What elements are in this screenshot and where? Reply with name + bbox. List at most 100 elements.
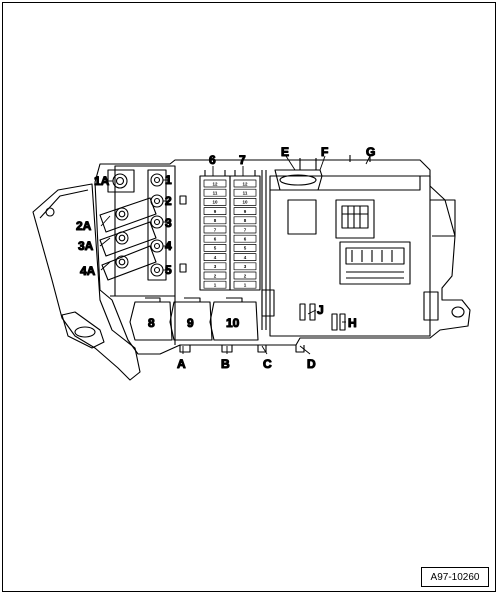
fuse-number-col6: 10 (212, 200, 218, 205)
compartment-top-rail (270, 176, 421, 191)
label-h: H (348, 316, 357, 330)
fuse-number-col7: 10 (242, 200, 248, 205)
label-3a: 3A (78, 239, 94, 253)
terminal-2a (99, 197, 157, 233)
fuse-slot-col7 (233, 271, 257, 280)
connector-e-body (279, 174, 317, 186)
fuse-number-col7: 3 (244, 264, 247, 269)
relay-8 (129, 297, 173, 341)
label-relay-9: 9 (187, 316, 194, 330)
small-contact (179, 263, 187, 273)
label-6: 6 (209, 153, 216, 167)
terminal-4a (101, 245, 157, 281)
relay-9 (169, 297, 213, 341)
label-1a: 1A (94, 174, 110, 188)
drawing-frame (2, 2, 496, 592)
fuse-slot-col6 (203, 207, 227, 215)
left-bracket (32, 183, 141, 381)
fuse-slot-col6 (203, 234, 227, 243)
fuse-number-col6: 9 (214, 209, 217, 214)
right-mount-hole (451, 306, 465, 318)
fuse-slot-col6 (203, 271, 227, 280)
fuse-number-col7: 2 (244, 273, 247, 278)
fuse-number-col6: 11 (213, 191, 218, 196)
label-b: B (221, 357, 230, 371)
label-7: 7 (239, 153, 246, 167)
fuse-slot-col7 (233, 179, 257, 188)
label-4: 4 (165, 239, 172, 253)
label-5: 5 (165, 263, 172, 277)
fuse-slot-col7 (233, 207, 257, 215)
fuse-number-col6: 1 (214, 283, 217, 288)
label-c: C (263, 357, 272, 371)
fuse-number-col6: 3 (214, 264, 217, 269)
fuse-slot-col7 (233, 188, 257, 197)
label-f: F (321, 145, 328, 159)
top-tabs (299, 155, 371, 170)
bracket-edge (39, 189, 89, 219)
fuse-slot-col7 (233, 280, 257, 289)
mid-bolts (147, 169, 167, 281)
multi-pin-connector-top (335, 199, 375, 239)
fuse-number-col6: 4 (214, 255, 217, 260)
label-g: G (366, 145, 375, 159)
fuse-slot-col7 (233, 244, 257, 252)
module-block (287, 199, 317, 235)
carrier-edge (110, 295, 176, 345)
small-contact (179, 195, 187, 205)
figure-reference: A97-10260 (421, 567, 489, 587)
fuse-slot-col7 (233, 262, 257, 271)
label-j: J (317, 303, 324, 317)
fuse-strip-7 (229, 175, 261, 291)
fuse-slot-col7 (233, 216, 257, 225)
fuse-slot-col6 (203, 253, 227, 261)
top-connector-e (274, 169, 323, 191)
fuse-number-col7: 7 (244, 227, 247, 232)
relay-10 (209, 297, 259, 341)
right-ear (430, 199, 456, 237)
label-a: A (177, 357, 186, 371)
multi-pin-connector-bottom (339, 241, 411, 285)
fuse-slot-col6 (203, 280, 227, 289)
label-relay-10: 10 (226, 316, 240, 330)
label-2: 2 (165, 194, 172, 208)
fuse-number-col7: 5 (244, 246, 247, 251)
housing-outline (94, 159, 471, 355)
fuse-number-col7: 11 (243, 191, 248, 196)
leader-lines (99, 155, 371, 355)
fuse-number-col7: 8 (244, 218, 247, 223)
terminal-3a (99, 221, 157, 257)
left-bracket-mount (61, 311, 105, 349)
bottom-clips (179, 345, 305, 353)
label-3: 3 (165, 216, 172, 230)
fuse-slot-col7 (233, 234, 257, 243)
fuse-number-col7: 4 (244, 255, 247, 260)
fuse-number-col6: 6 (214, 237, 217, 242)
fuse-number-col7: 12 (242, 181, 248, 186)
fuse-number-col6: 12 (212, 181, 218, 186)
fuse-slot-col7 (233, 198, 257, 206)
fuse-strip-tabs (204, 170, 256, 176)
fuse-slot-col6 (203, 179, 227, 188)
fuse-number-col6: 8 (214, 218, 217, 223)
fuse-number-col7: 6 (244, 237, 247, 242)
divider-latch (261, 289, 275, 317)
right-compartment (269, 175, 431, 337)
fuse-slot-col6 (203, 262, 227, 271)
label-1: 1 (165, 173, 172, 187)
fuse-slot-col6 (203, 225, 227, 234)
label-relay-8: 8 (148, 316, 155, 330)
fuse-group-j (299, 303, 316, 321)
label-e: E (281, 145, 289, 159)
fuse-number-col7: 9 (244, 209, 247, 214)
fuse-slot-col6 (203, 244, 227, 252)
fuse-slot-col7 (233, 225, 257, 234)
label-d: D (307, 357, 316, 371)
fuse-slot-col6 (203, 198, 227, 206)
bracket-hole (45, 207, 55, 217)
mount-hole (74, 326, 96, 338)
section-divider (261, 170, 267, 330)
fuse-slot-col6 (203, 188, 227, 197)
